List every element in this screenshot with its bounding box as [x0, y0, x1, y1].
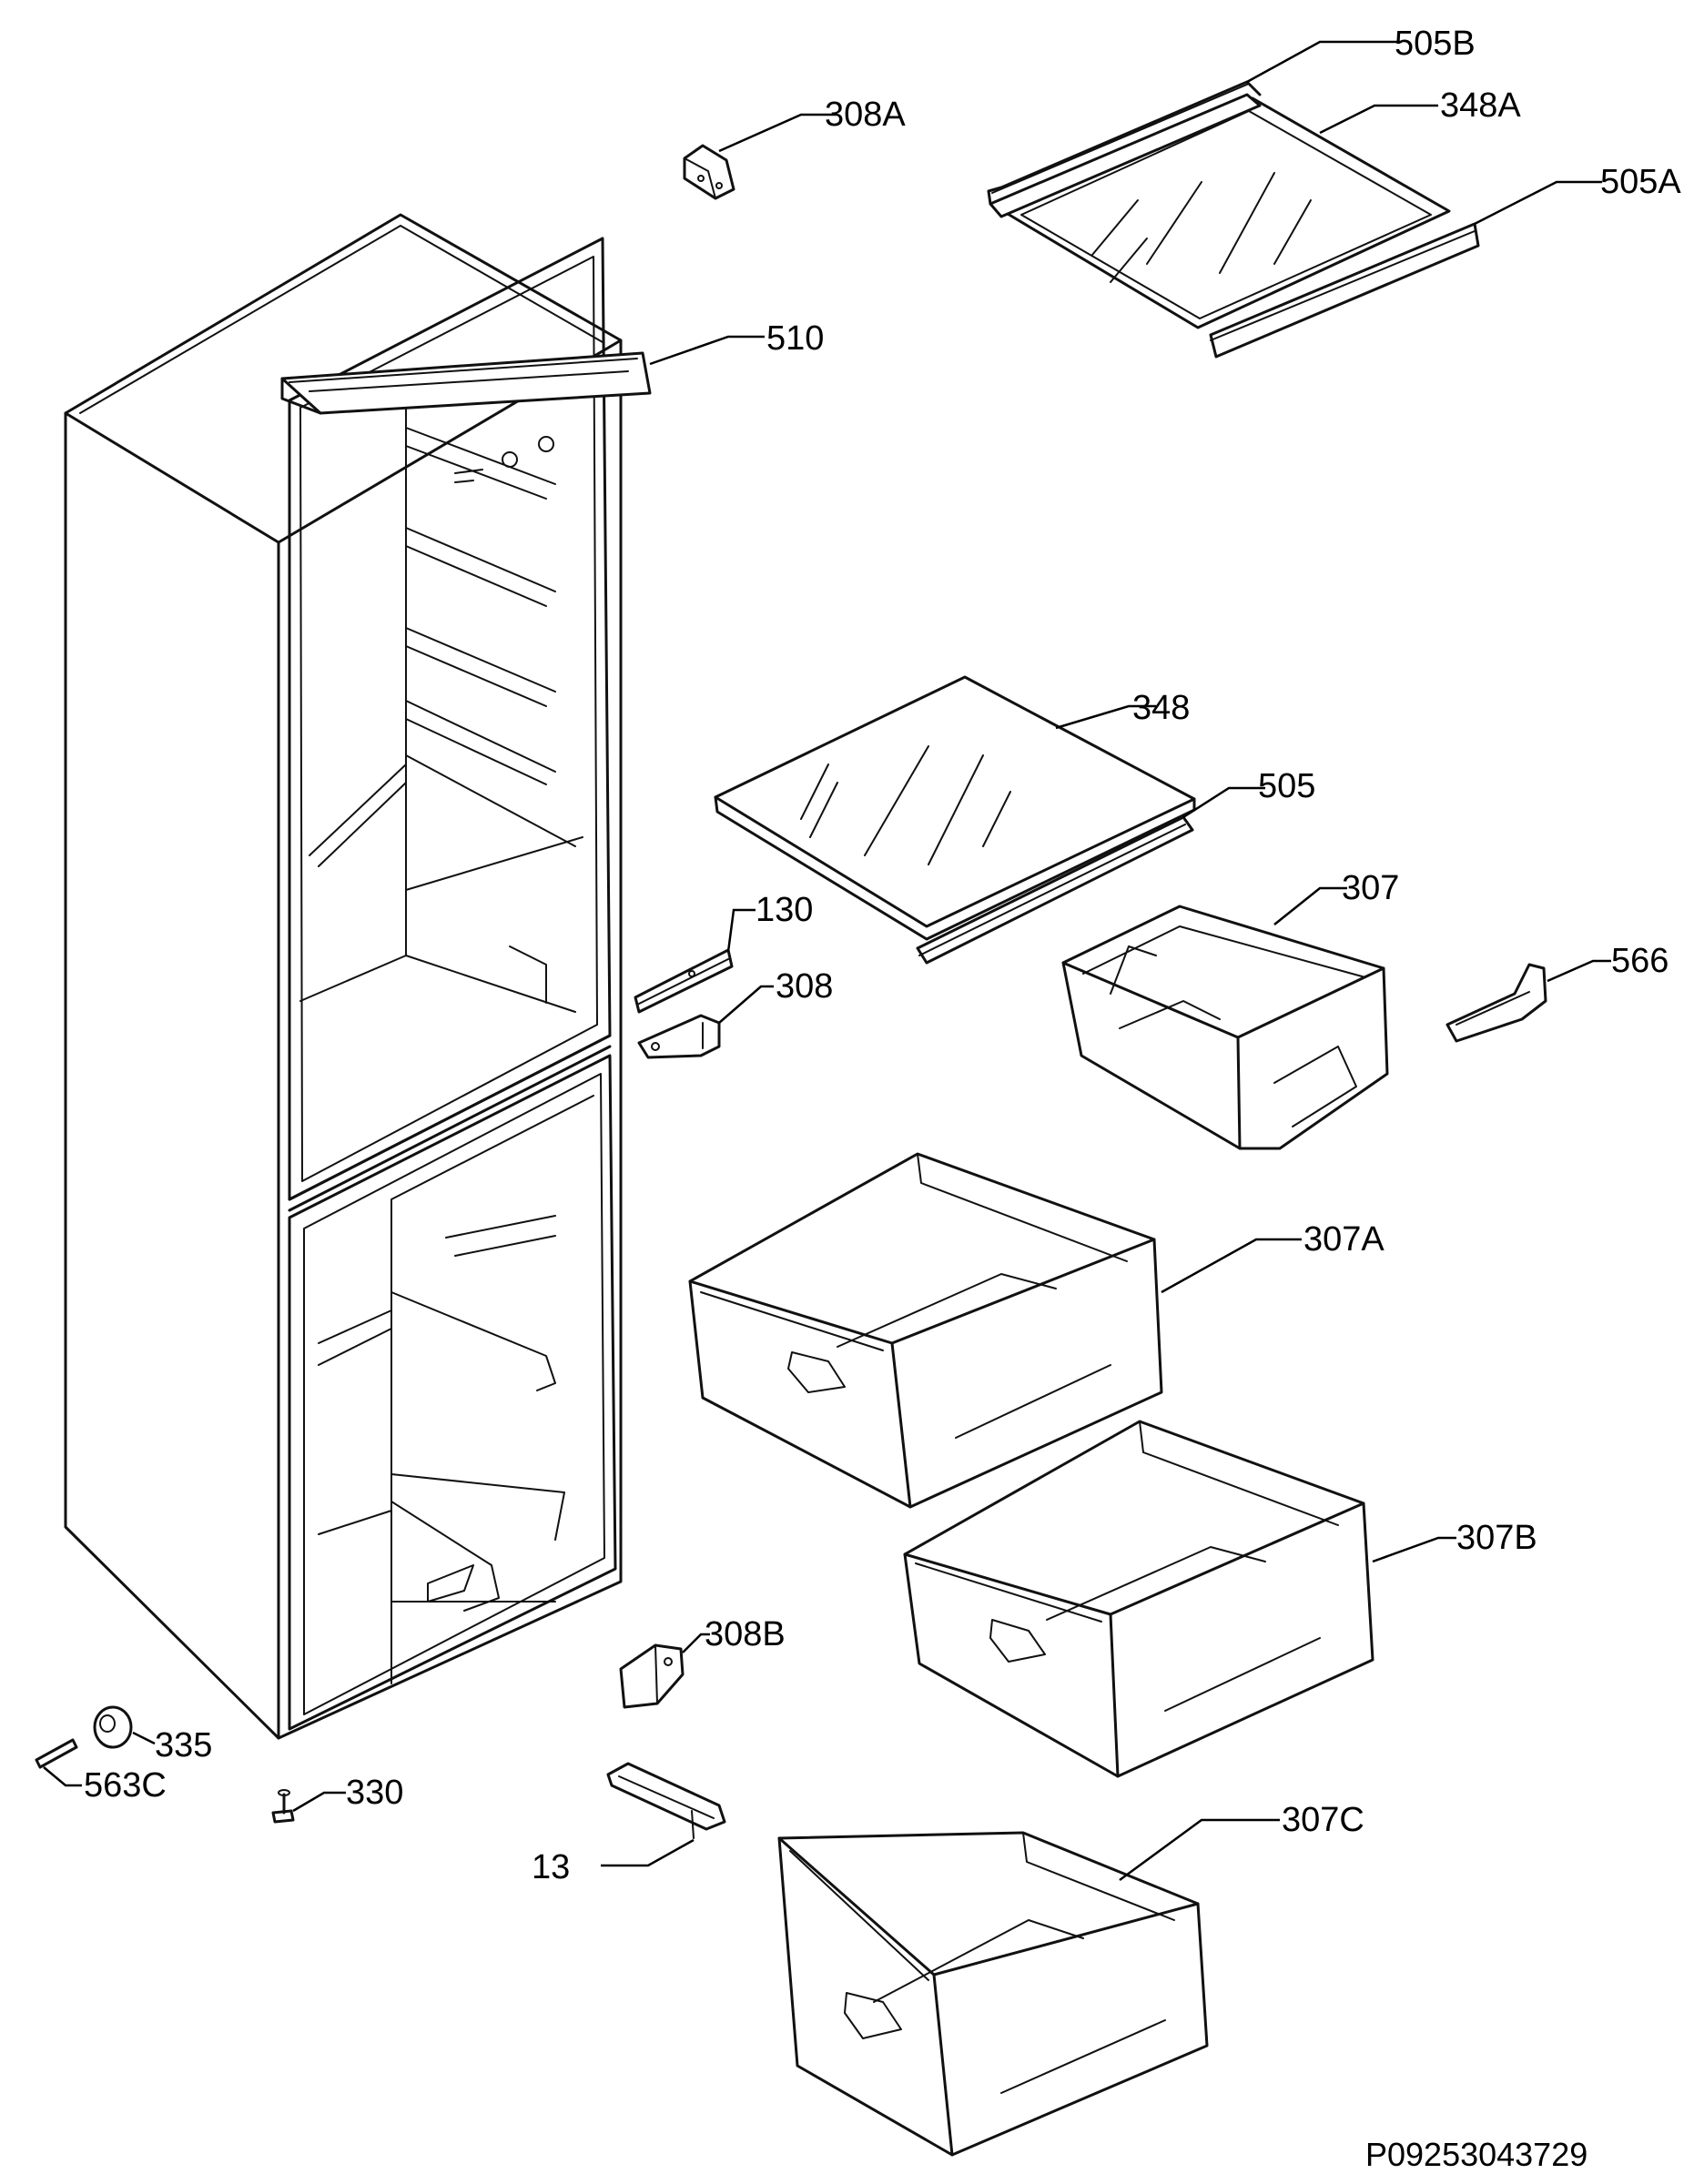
callout-563c: 563C — [84, 1766, 167, 1805]
shelf-trim-505b — [987, 80, 1262, 218]
callout-348: 348 — [1132, 689, 1190, 727]
hinge-part-308b — [619, 1643, 685, 1709]
freezer-drawer-307a — [688, 1152, 1163, 1509]
callout-13: 13 — [532, 1848, 570, 1886]
callout-307b: 307B — [1456, 1519, 1537, 1557]
bracket-566 — [1445, 963, 1547, 1043]
freezer-drawer-307c — [777, 1831, 1209, 2157]
hinge-part-308 — [637, 1014, 721, 1059]
callout-307c: 307C — [1282, 1801, 1364, 1839]
callout-505a: 505A — [1600, 163, 1681, 201]
glass-shelf-348 — [714, 675, 1196, 941]
callout-348a: 348A — [1440, 86, 1521, 125]
freezer-drawer-307b — [903, 1420, 1374, 1778]
hinge-bracket-308a — [683, 144, 735, 200]
axle-pin-563c — [35, 1738, 78, 1769]
callout-505b: 505B — [1395, 25, 1476, 63]
crisper-drawer-307 — [1061, 905, 1389, 1150]
callout-330: 330 — [346, 1774, 403, 1812]
callout-505: 505 — [1258, 767, 1315, 805]
fridge-cabinet — [64, 213, 623, 1740]
callout-308a: 308A — [825, 96, 906, 134]
callout-308b: 308B — [705, 1615, 786, 1653]
shelf-assembly-348a — [1001, 96, 1451, 329]
shelf-trim-505a — [1209, 222, 1480, 359]
callout-130: 130 — [756, 891, 813, 929]
callout-335: 335 — [155, 1726, 212, 1764]
hinge-part-130 — [634, 948, 734, 1014]
hinge-part-13 — [606, 1762, 726, 1839]
foot-roller-335 — [93, 1705, 133, 1749]
shelf-trim-505 — [916, 815, 1194, 965]
adjustable-foot-330 — [271, 1789, 295, 1824]
callout-510: 510 — [766, 319, 824, 358]
document-code: P09253043729 — [1365, 2136, 1587, 2173]
callout-566: 566 — [1611, 942, 1668, 980]
callout-308: 308 — [776, 967, 833, 1006]
callout-307: 307 — [1342, 869, 1399, 907]
callout-labels: 308A 505B 348A 505A 510 348 505 130 307 … — [84, 25, 1681, 1886]
callout-307a: 307A — [1303, 1220, 1384, 1259]
leader-lines — [43, 40, 1611, 1882]
control-panel-510 — [280, 351, 652, 483]
